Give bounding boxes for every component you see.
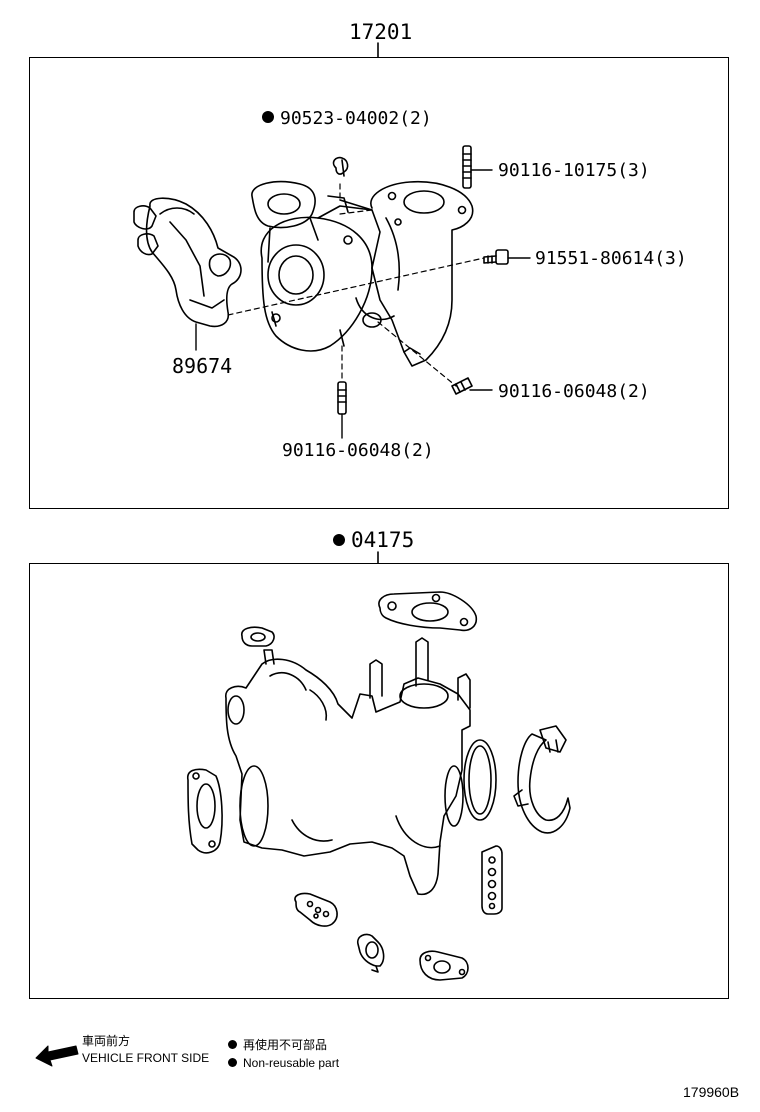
legend-non-reusable-en: Non-reusable part [228, 1057, 339, 1069]
diagram-id: 179960B [683, 1084, 740, 1100]
flange-gasket-drawing [378, 591, 478, 632]
vehicle-front-arrow-icon [35, 1045, 79, 1067]
perforated-plate-drawing [481, 845, 503, 915]
small-gasket-drawing [241, 626, 275, 647]
legend-text: Non-reusable part [243, 1056, 340, 1070]
non-reusable-dot-icon [228, 1058, 237, 1067]
three-hole-gasket-drawing [294, 892, 338, 927]
part-label-stud-bottom[interactable]: 90116-06048(2) [282, 440, 434, 461]
clip-90523-drawing [332, 156, 349, 177]
part-leader-lines [195, 169, 531, 439]
non-reusable-dot-icon [228, 1040, 237, 1049]
part-label-bracket[interactable]: 89674 [172, 354, 233, 378]
v-band-clamp-drawing [513, 725, 571, 834]
oval-gasket-drawing [186, 768, 223, 854]
turbocharger-outline-drawing [225, 637, 471, 896]
part-label-bolt[interactable]: 91551-80614(3) [535, 248, 687, 269]
alignment-lines [227, 183, 485, 387]
legend-text: 再使用不可部品 [243, 1038, 328, 1052]
part-label-stud-right[interactable]: 90116-06048(2) [498, 381, 650, 402]
gasket-kit-number[interactable]: 04175 [333, 530, 414, 551]
legend-vehicle-front-jp: 車両前方 [82, 1034, 131, 1048]
stud-bottom-drawing [337, 381, 347, 415]
non-reusable-dot-icon [333, 534, 345, 546]
legend-vehicle-front-en: VEHICLE FRONT SIDE [82, 1051, 210, 1065]
stud-right-drawing [451, 377, 473, 395]
part-number-text: 90523-04002(2) [280, 108, 432, 129]
part-label-clip[interactable]: 90523-04002(2) [262, 110, 432, 128]
legend-non-reusable-jp: 再使用不可部品 [228, 1039, 327, 1051]
gasket-kit-number-text: 04175 [351, 528, 415, 552]
o-ring-drawing [463, 739, 497, 821]
gasket-kit-frame [29, 563, 729, 999]
oil-flange-gasket-drawing [419, 950, 469, 981]
assembly-frame [29, 57, 729, 509]
turbocharger-drawing [251, 180, 474, 367]
stud-top-drawing [462, 145, 472, 189]
bolt-drawing [483, 249, 509, 265]
union-fitting-drawing [356, 933, 385, 973]
assembly-number[interactable]: 17201 [349, 20, 413, 44]
part-label-stud-top[interactable]: 90116-10175(3) [498, 160, 650, 181]
bracket-drawing [133, 197, 242, 328]
non-reusable-dot-icon [262, 111, 274, 123]
